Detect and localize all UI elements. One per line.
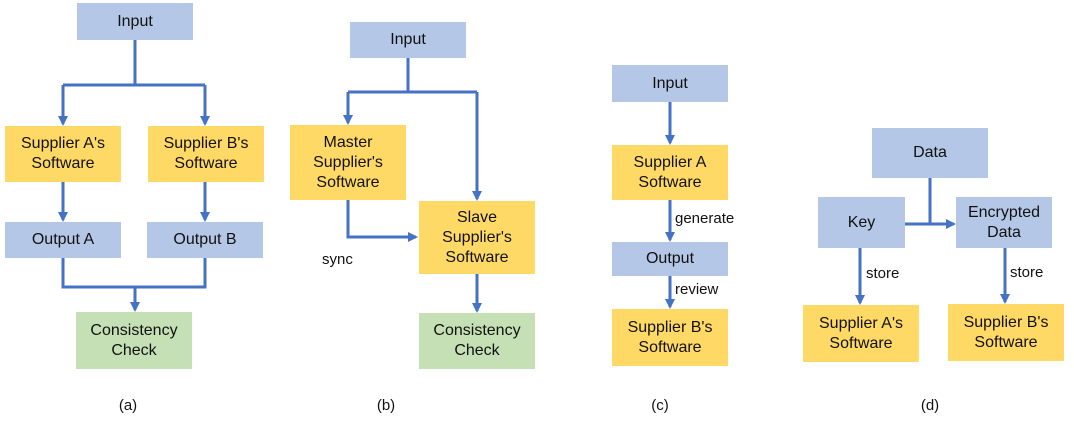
b-master-label: Master Supplier's Software xyxy=(313,133,383,191)
b-input-node: Input xyxy=(350,22,466,58)
d-supplier-b-node: Supplier B's Software xyxy=(948,304,1064,361)
c-output-label: Output xyxy=(645,250,695,267)
d-data-label: Data xyxy=(913,144,947,161)
b-consistency-check-node: Consistency Check xyxy=(419,313,535,369)
a-output-a-label: Output A xyxy=(31,231,95,248)
d-supplier-a-label: Supplier A's Software xyxy=(819,314,903,352)
c-input-node: Input xyxy=(612,65,728,102)
a-output-a-node: Output A xyxy=(5,222,121,258)
a-supplier-b-label: Supplier B's Software xyxy=(163,135,249,172)
a-supplier-b-node: Supplier B's Software xyxy=(148,126,264,182)
a-caption: (a) xyxy=(118,397,138,414)
c-supplier-a-label: Supplier A Software xyxy=(633,153,707,191)
c-supplier-b-label: Supplier B's Software xyxy=(627,318,713,356)
c-caption: (c) xyxy=(651,397,669,414)
a-supplier-a-label: Supplier A's Software xyxy=(21,135,105,172)
d-supplier-b-label: Supplier B's Software xyxy=(963,313,1049,351)
a-supplier-a-node: Supplier A's Software xyxy=(5,126,121,182)
c-output-node: Output xyxy=(612,242,728,276)
d-data-node: Data xyxy=(872,128,988,178)
b-caption: (b) xyxy=(376,397,396,414)
d-key-label: Key xyxy=(847,213,876,231)
c-generate-label: generate xyxy=(675,210,735,227)
a-output-b-label: Output B xyxy=(173,231,237,248)
b-consistency-check-label: Consistency Check xyxy=(433,322,521,359)
edge-b-master-sync-slave xyxy=(346,200,418,242)
b-slave-label: Slave Supplier's Software xyxy=(442,208,512,266)
b-master-node: Master Supplier's Software xyxy=(290,125,406,200)
d-caption: (d) xyxy=(920,397,940,414)
a-input-node: Input xyxy=(77,3,193,40)
b-sync-label: sync xyxy=(322,251,353,268)
d-store-right-label: store xyxy=(1010,264,1044,281)
a-input-label: Input xyxy=(117,12,153,30)
a-output-b-node: Output B xyxy=(147,222,263,258)
d-store-left-label: store xyxy=(866,265,900,282)
d-supplier-a-node: Supplier A's Software xyxy=(803,305,919,362)
edge-a-outputs-to-check xyxy=(61,258,207,310)
edge-b-input-to-split xyxy=(348,58,477,94)
c-supplier-b-node: Supplier B's Software xyxy=(612,309,728,366)
a-consistency-check-node: Consistency Check xyxy=(76,312,192,369)
a-consistency-check-label: Consistency Check xyxy=(90,321,178,359)
c-supplier-a-node: Supplier A Software xyxy=(612,145,728,200)
b-input-label: Input xyxy=(390,31,426,48)
d-encrypted-data-node: Encrypted Data xyxy=(956,197,1052,248)
b-slave-node: Slave Supplier's Software xyxy=(419,201,535,274)
c-input-label: Input xyxy=(652,74,688,92)
d-key-node: Key xyxy=(818,197,905,248)
edge-a-input-to-suppliers xyxy=(63,40,205,87)
d-encrypted-data-label: Encrypted Data xyxy=(967,203,1041,241)
c-review-label: review xyxy=(675,281,719,298)
